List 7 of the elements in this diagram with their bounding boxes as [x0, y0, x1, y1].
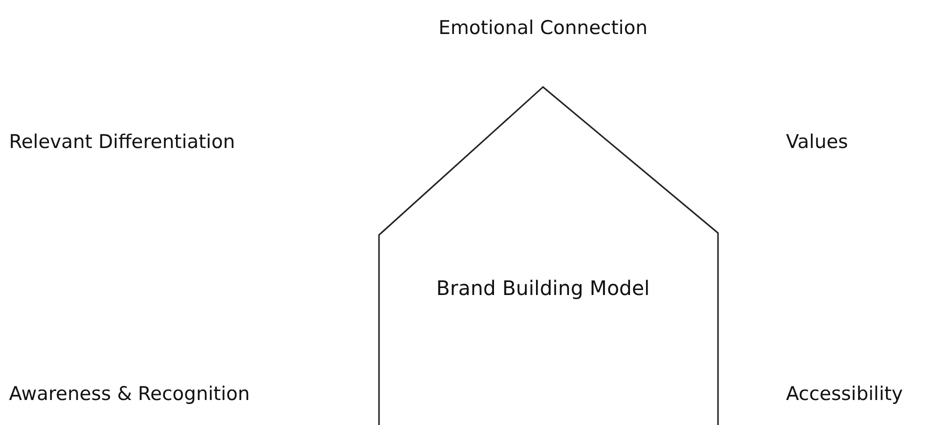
pillar-label: Awareness & Recognition — [9, 382, 250, 407]
pillar-label: Relevant Differentiation — [9, 130, 236, 155]
pillar-label: Values — [786, 130, 848, 155]
pillar-label: Emotional Connection — [438, 16, 648, 41]
model-title: Brand Building Model — [435, 275, 651, 302]
house-shape — [378, 86, 719, 425]
pillar-label: Accessibility — [786, 382, 903, 407]
